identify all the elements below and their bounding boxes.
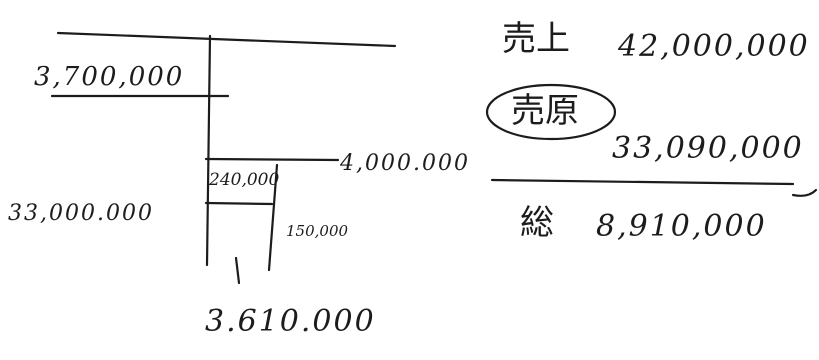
inner-box-top-line xyxy=(204,157,340,162)
cost-label: 売原 xyxy=(511,91,579,131)
sales-value: 42,000,000 xyxy=(618,29,810,64)
total-line xyxy=(490,178,795,186)
left-side-value: 33,000.000 xyxy=(8,201,154,226)
bottom-tick-mark xyxy=(234,256,241,285)
gross-value: 8,910,000 xyxy=(596,209,767,244)
total-line-tail xyxy=(791,188,818,197)
cost-label-circle xyxy=(485,83,617,141)
gross-label: 総 xyxy=(520,203,554,243)
beginning-value: 3,700,000 xyxy=(34,62,185,92)
inner-box-right-line xyxy=(267,163,279,272)
inner-box-bottom-line xyxy=(204,201,274,206)
inner-box-value: 240,000 xyxy=(209,170,280,190)
cost-value: 33,090,000 xyxy=(612,131,804,166)
right-arrow-value: 4,000.000 xyxy=(340,151,470,176)
sales-label: 売上 xyxy=(502,19,570,59)
t-account-vertical-line xyxy=(205,34,212,267)
bottom-value: 3.610.000 xyxy=(205,304,376,339)
lower-value: 150,000 xyxy=(286,222,349,240)
t-account-top-line xyxy=(56,31,397,48)
